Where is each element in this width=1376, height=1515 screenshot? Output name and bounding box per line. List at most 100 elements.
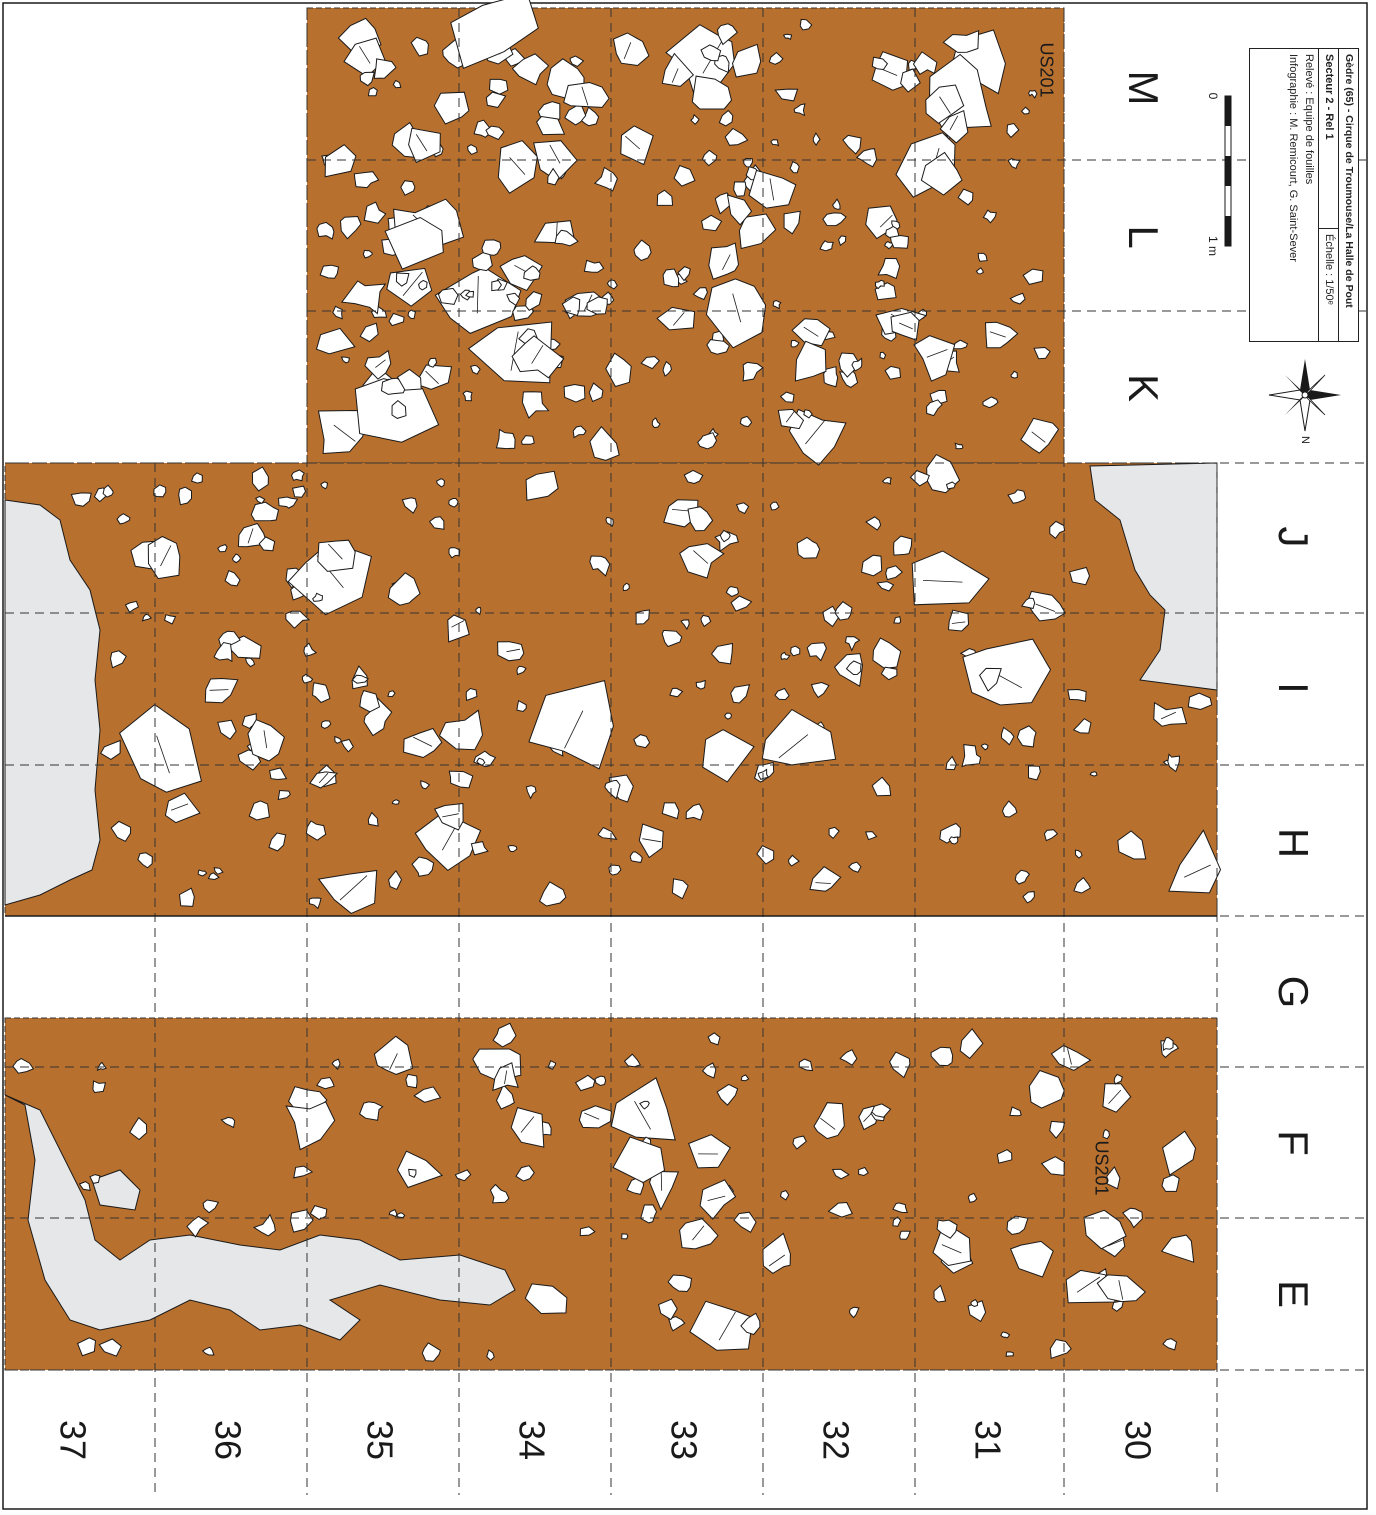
stone-fracture <box>476 275 479 314</box>
stone <box>680 619 690 631</box>
stone <box>1020 417 1060 454</box>
stone <box>1162 1338 1178 1351</box>
stone <box>1067 688 1087 702</box>
stone <box>724 127 749 146</box>
stone <box>414 811 482 872</box>
stone <box>373 58 397 79</box>
stone-fracture <box>922 580 963 583</box>
stone <box>525 291 543 311</box>
stone <box>563 383 586 403</box>
stone <box>1160 1234 1195 1263</box>
scale-bar: 0 1 m <box>1206 93 1232 256</box>
stone <box>865 831 878 841</box>
stone <box>606 279 618 290</box>
row-letter-f: F <box>1270 1130 1317 1156</box>
stone <box>706 339 730 355</box>
stone <box>796 536 821 559</box>
stone <box>716 23 738 46</box>
stone <box>396 1212 406 1219</box>
stone <box>507 844 518 853</box>
stone <box>1117 830 1147 860</box>
stone <box>367 811 379 827</box>
stone <box>364 349 392 380</box>
stone-fracture <box>160 545 172 567</box>
stone <box>316 1076 335 1090</box>
stone <box>688 1134 731 1169</box>
stone <box>957 188 974 206</box>
stone <box>269 767 288 781</box>
stone <box>687 506 714 532</box>
stone <box>933 1284 947 1303</box>
stone <box>884 241 894 250</box>
row-letter-l: L <box>1120 225 1167 248</box>
stone <box>319 264 340 279</box>
compass-rose-icon <box>1268 359 1341 432</box>
stone-fracture <box>328 543 343 560</box>
stone-fracture <box>805 419 826 445</box>
stone <box>510 1106 545 1148</box>
stone <box>524 1283 568 1315</box>
stone <box>525 470 559 501</box>
title-block: Gèdre (65) - Cirque de Troumouse/La Hall… <box>1249 48 1359 342</box>
stone <box>395 272 410 287</box>
stone <box>197 869 208 877</box>
stone <box>851 357 863 372</box>
stone <box>255 495 266 505</box>
stone <box>842 134 862 155</box>
stone <box>982 209 997 224</box>
bedrock-patch <box>4 499 101 906</box>
stone <box>984 321 1019 349</box>
stone <box>629 851 643 864</box>
stone <box>312 682 331 704</box>
stone <box>871 776 892 797</box>
stone <box>772 299 782 310</box>
stone <box>78 1181 91 1192</box>
stone <box>962 638 1052 706</box>
stone <box>520 435 535 445</box>
stone <box>252 1213 276 1237</box>
stone <box>768 51 784 65</box>
bedrock-patch <box>91 1169 141 1211</box>
stone-fracture <box>504 1070 508 1084</box>
stone-fracture <box>413 736 433 747</box>
stone-fracture <box>1118 1280 1124 1300</box>
stones-layer <box>12 0 1222 1362</box>
stone <box>1162 1130 1197 1176</box>
stone <box>978 667 1002 692</box>
stone-fracture <box>209 689 229 691</box>
stone <box>436 478 446 488</box>
row-letter-k: K <box>1120 374 1167 402</box>
stone-fracture <box>510 331 519 371</box>
stone <box>340 738 354 753</box>
stone-fracture <box>1067 1048 1072 1065</box>
stone-fracture <box>441 826 457 851</box>
row-letter-g: G <box>1270 976 1317 1009</box>
stone <box>926 399 943 417</box>
stone <box>662 268 680 288</box>
stone <box>396 1150 444 1189</box>
stone <box>373 1035 414 1075</box>
stone <box>367 87 378 97</box>
stone <box>407 309 416 320</box>
stone <box>285 610 311 629</box>
stone <box>890 311 920 341</box>
stone-fracture <box>333 424 356 442</box>
stone <box>438 709 484 751</box>
stone <box>224 570 241 587</box>
survey-credit: Relevé : Equipe de fouilles <box>1303 54 1315 185</box>
stone <box>1006 122 1020 139</box>
stone <box>488 78 509 95</box>
stone <box>554 229 579 247</box>
stone <box>839 1049 858 1066</box>
stone-fracture <box>820 1117 836 1130</box>
stone <box>661 629 683 648</box>
stone <box>247 719 285 762</box>
scale-text: Échelle : 1/50ᵉ <box>1323 234 1335 305</box>
stone-fracture <box>926 349 948 358</box>
stone <box>892 1202 908 1214</box>
stone <box>689 1300 754 1351</box>
stone-fracture <box>263 730 268 749</box>
stone-fracture <box>1160 711 1176 720</box>
north-label: N <box>1299 436 1311 444</box>
stone <box>730 684 751 704</box>
